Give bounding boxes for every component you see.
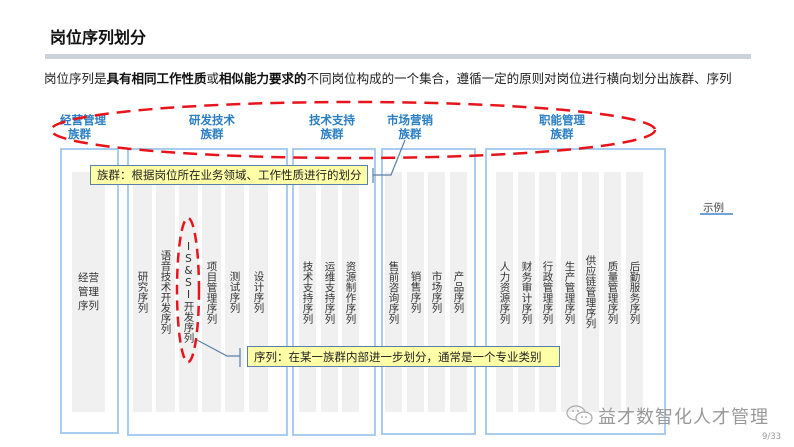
series-label: 运维支持序列 [323,260,336,324]
series-label: 技术支持序列 [301,260,314,324]
wechat-icon [566,405,593,425]
definition-part: 岗位序列是 [44,71,107,86]
series-label: 项目管理序列 [205,260,218,324]
group-label-line: 经营管理 [60,113,106,127]
group-label-rd-technology: 研发技术 族群 [180,113,244,141]
cluster-definition-callout: 族群：根据岗位所在业务领域、工作性质进行的划分 [90,165,368,185]
series-column: 经营管理序列 [72,172,105,412]
group-label-line: 技术支持 [309,113,355,127]
cluster-highlight-ellipse [49,100,657,160]
definition-part-bold: 相似能力要求的 [219,71,307,86]
group-label-functional-management: 职能管理 族群 [530,113,594,141]
series-label: 测试序列 [228,271,241,313]
series-label: 资源制作序列 [344,260,357,324]
definition-part: 不同岗位构成的一个集合，遵循一定的原则对岗位进行横向划分出族群、序列 [306,71,732,86]
page-title: 岗位序列划分 [50,28,147,47]
watermark-text: 益才数智化人才管理 [598,407,769,428]
series-label: 供应链管理序列 [584,255,597,329]
series-label: 研究序列 [136,271,149,313]
group-label-line: 研发技术 [189,113,235,127]
series-column: 生产管理序列 [561,172,578,412]
example-label: 示例 [703,202,724,214]
series-label: 语音技术开发序列 [159,250,172,334]
definition-text: 岗位序列是具有相同工作性质或相似能力要求的不同岗位构成的一个集合，遵循一定的原则… [44,68,732,87]
group-label-line: 族群 [68,127,91,141]
series-label: 人力资源序列 [498,260,511,324]
definition-part-bold: 具有相同工作性质 [106,71,207,86]
series-label: 生产管理序列 [563,260,576,324]
group-label-line: 职能管理 [539,113,585,127]
series-column: 研究序列 [133,172,152,412]
series-label: 行政管理序列 [541,260,554,324]
series-label: 后勤服务序列 [628,260,641,324]
series-label: 设计序列 [252,271,265,313]
series-highlight-ellipse [175,216,201,364]
series-column-highlighted: IS&SI开发序列 [179,172,198,412]
series-label: 经营管理序列 [78,272,99,312]
cluster-connector-line [373,139,406,176]
series-label: 财务审计序列 [520,260,533,324]
series-column: 语音技术开发序列 [156,172,175,412]
series-definition-callout: 序列：在某一族群内部进一步划分，通常是一个专业类别 [247,346,560,367]
series-label: 质量管理序列 [606,260,619,324]
definition-part: 或 [206,71,220,86]
title-divider [45,54,751,59]
example-underline [700,213,733,215]
group-label-line: 族群 [320,127,344,141]
series-label: 产品序列 [452,271,465,313]
group-label-line: 族群 [398,127,422,141]
page-number: 9/33 [762,432,782,442]
series-column: 测试序列 [225,172,244,412]
series-column: 项目管理序列 [202,172,221,412]
group-label-tech-support: 技术支持 族群 [300,113,364,141]
series-connector-line [196,339,240,357]
group-label-line: 市场营销 [387,113,433,127]
group-label-marketing: 市场营销 族群 [378,113,442,141]
series-column: 质量管理序列 [604,172,621,412]
series-label: IS&SI开发序列 [182,241,195,343]
group-label-line: 族群 [200,127,224,141]
group-label-line: 族群 [550,127,574,141]
series-column: 供应链管理序列 [582,172,599,412]
group-label-business-management: 经营管理 族群 [60,113,124,141]
series-label: 销售序列 [409,271,422,313]
series-label: 售前咨询序列 [387,260,400,324]
series-label: 市场序列 [430,271,443,313]
series-column: 后勤服务序列 [626,172,643,412]
